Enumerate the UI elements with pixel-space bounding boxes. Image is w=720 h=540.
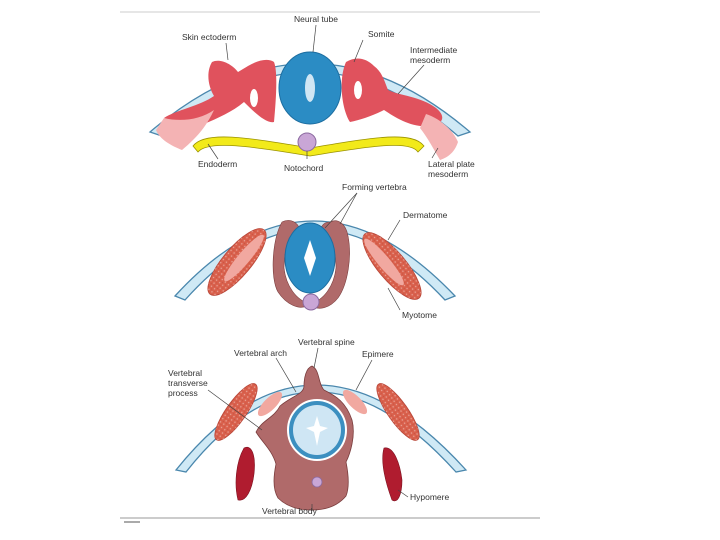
label-myotome: Myotome [402, 310, 437, 320]
label-vertebral-spine: Vertebral spine [298, 337, 355, 347]
bottom-panel: Vertebral spine Vertebral arch Epimere V… [168, 337, 466, 516]
leader-epimere [356, 360, 372, 390]
right-hypomere [383, 448, 402, 501]
label-intermediate-mesoderm-line-1: Intermediate [410, 45, 458, 55]
label-intermediate-mesoderm-line-2: mesoderm [410, 55, 450, 65]
label-lateral-plate-line-1: Lateral plate [428, 159, 475, 169]
middle-notochord [303, 294, 319, 310]
notochord [298, 133, 316, 151]
label-dermatome: Dermatome [403, 210, 448, 220]
left-somite [164, 60, 276, 126]
label-vtp-line-1: Vertebral [168, 368, 202, 378]
label-notochord: Notochord [284, 163, 323, 173]
leader-dermatome [388, 220, 400, 240]
label-hypomere: Hypomere [410, 492, 449, 502]
label-neural-tube: Neural tube [294, 14, 338, 24]
neural-tube-lumen [305, 74, 315, 102]
label-intermediate-mesoderm: Intermediate mesoderm [410, 45, 460, 65]
top-panel: Neural tube Somite Skin ectoderm Interme… [150, 14, 477, 179]
right-somite-cavity [354, 81, 362, 99]
label-endoderm: Endoderm [198, 159, 237, 169]
right-dermis-outer-texture [370, 378, 425, 445]
label-vtp-line-3: process [168, 388, 198, 398]
label-epimere: Epimere [362, 349, 394, 359]
bottom-notochord [312, 477, 322, 487]
leader-skin-ectoderm [226, 43, 228, 60]
label-vertebral-arch: Vertebral arch [234, 348, 287, 358]
middle-panel: Forming vertebra Dermatome Myotome [175, 182, 455, 320]
left-hypomere [236, 447, 255, 500]
label-skin-ectoderm: Skin ectoderm [182, 32, 236, 42]
label-vertebral-body: Vertebral body [262, 506, 318, 516]
leader-neural-tube [313, 25, 316, 52]
label-forming-vertebra: Forming vertebra [342, 182, 407, 192]
leader-vertebral-spine [314, 348, 318, 368]
label-lateral-plate-mesoderm: Lateral plate mesoderm [428, 159, 477, 179]
label-vertebral-transverse-process: Vertebral transverse process [168, 368, 210, 398]
left-somite-cavity [250, 89, 258, 107]
label-lateral-plate-line-2: mesoderm [428, 169, 468, 179]
leader-vertebral-arch [276, 358, 296, 392]
leader-intermediate-mesoderm [398, 65, 424, 94]
label-vtp-line-2: transverse [168, 378, 208, 388]
label-somite: Somite [368, 29, 395, 39]
left-epimere-outer-texture [208, 378, 263, 445]
